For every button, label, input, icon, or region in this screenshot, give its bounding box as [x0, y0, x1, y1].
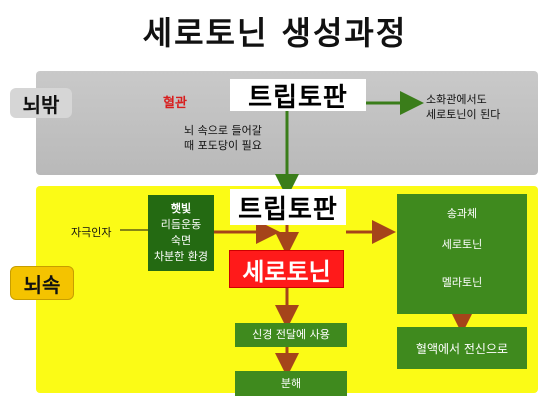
brain-entry-note-line2: 때 포도당이 필요 — [184, 139, 262, 152]
stimulus-item: 햇빛 — [170, 202, 192, 215]
blood-to-body-box: 혈액에서 전신으로 — [397, 327, 527, 369]
stimulus-item: 숙면 — [170, 234, 192, 247]
brain-entry-note: 뇌 속으로 들어갈 때 포도당이 필요 — [184, 123, 262, 153]
digestive-note-line1: 소화관에서도 — [426, 93, 487, 106]
stimulus-factors-box: 햇빛 리듬운동 숙면 차분한 환경 — [148, 195, 214, 271]
melatonin-label: 멜라토닌 — [441, 276, 483, 289]
outside-brain-label: 뇌밖 — [10, 88, 72, 118]
brain-entry-note-line1: 뇌 속으로 들어갈 — [184, 124, 262, 137]
stimulus-factors-label: 자극인자 — [71, 226, 112, 239]
stimulus-item: 리듬운동 — [160, 218, 202, 231]
neural-transmission-box: 신경 전달에 사용 — [235, 323, 347, 347]
digestive-note-line2: 세로토닌이 된다 — [426, 108, 501, 121]
stimulus-item: 차분한 환경 — [153, 250, 209, 263]
page-title: 세로토닌 생성과정 — [142, 14, 408, 52]
tryptophan-outside-box: 트립토판 — [230, 79, 366, 113]
digestive-note: 소화관에서도 세로토닌이 된다 — [426, 92, 500, 122]
blood-vessel-label: 혈관 — [163, 96, 187, 111]
inside-brain-label: 뇌속 — [10, 266, 74, 300]
pineal-panel: 송과체 세로토닌 멜라토닌 — [397, 194, 527, 314]
decomposition-box: 분해 — [235, 371, 347, 396]
serotonin-box: 세로토닌 — [229, 250, 344, 288]
pineal-serotonin-label: 세로토닌 — [441, 238, 483, 251]
pineal-label: 송과체 — [446, 207, 478, 220]
tryptophan-inside-box: 트립토판 — [230, 189, 346, 225]
